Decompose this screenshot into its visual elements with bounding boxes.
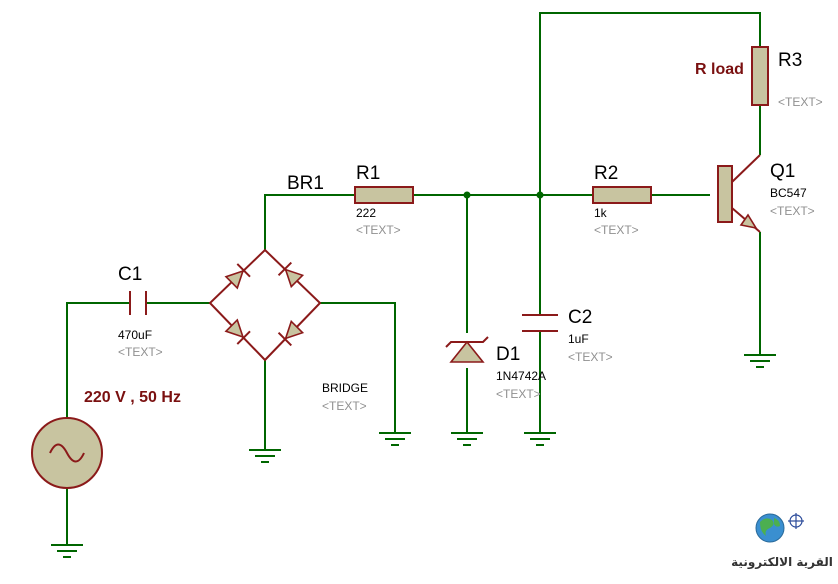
c2-ref: C2	[568, 307, 592, 328]
q1-text: <TEXT>	[770, 204, 815, 218]
q1-value: BC547	[770, 186, 807, 200]
r2-ref: R2	[594, 163, 618, 184]
junction-dot	[463, 191, 471, 199]
c2-text: <TEXT>	[568, 350, 613, 364]
resistor-r2[interactable]	[592, 186, 652, 204]
zener-diode-d1[interactable]	[445, 336, 489, 363]
c1-text: <TEXT>	[118, 345, 163, 359]
resistor-r3[interactable]	[751, 46, 769, 106]
logo: القرية الالكترونية	[731, 513, 833, 570]
source-label: 220 V , 50 Hz	[84, 389, 181, 406]
c2-value: 1uF	[568, 332, 589, 346]
d1-ref: D1	[496, 344, 520, 365]
r3-ref: R3	[778, 50, 802, 71]
r3-label: R load	[695, 61, 744, 78]
capacitor-c1[interactable]	[129, 291, 147, 315]
q1-ref: Q1	[770, 161, 795, 182]
c1-ref: C1	[118, 264, 142, 285]
r1-value: 222	[356, 206, 376, 220]
wires	[66, 12, 761, 545]
r1-text: <TEXT>	[356, 223, 401, 237]
d1-value: 1N4742A	[496, 369, 546, 383]
resistor-r1[interactable]	[354, 186, 414, 204]
d1-text: <TEXT>	[496, 387, 541, 401]
r2-text: <TEXT>	[594, 223, 639, 237]
br1-ref: BR1	[287, 173, 324, 194]
r2-value: 1k	[594, 206, 608, 220]
br1-text: <TEXT>	[322, 399, 367, 413]
r1-ref: R1	[356, 163, 380, 184]
logo-text: القرية الالكترونية	[731, 555, 833, 570]
ac-source[interactable]	[31, 417, 103, 489]
ground-symbols	[51, 354, 776, 558]
r3-text: <TEXT>	[778, 95, 823, 109]
c1-value: 470uF	[118, 328, 152, 342]
junction-dot	[536, 191, 544, 199]
br1-value: BRIDGE	[322, 381, 368, 395]
transistor-q1[interactable]	[717, 154, 761, 233]
capacitor-c2[interactable]	[522, 314, 558, 332]
bridge-rectifier[interactable]	[208, 248, 322, 362]
